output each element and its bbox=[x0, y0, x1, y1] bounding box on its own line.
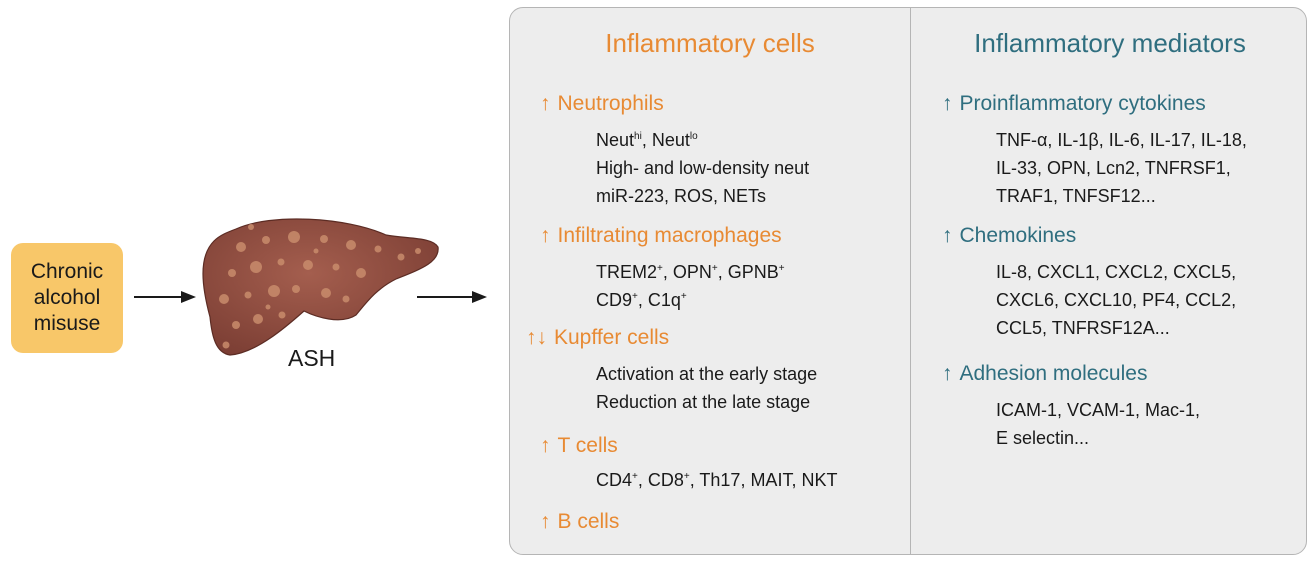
chemokines-line-1: IL-8, CXCL1, CXCL2, CXCL5, bbox=[996, 262, 1237, 282]
cytokines-heading: ↑ Proinflammatory cytokines bbox=[942, 92, 1206, 116]
cytokines-line-3: TRAF1, TNFSF12... bbox=[996, 186, 1156, 206]
down-arrow-icon: ↓ bbox=[536, 326, 548, 349]
column-divider bbox=[910, 8, 911, 554]
tcells-heading: ↑ T cells bbox=[540, 434, 618, 458]
macrophages-heading: ↑ Infiltrating macrophages bbox=[540, 224, 782, 248]
adhesion-label: Adhesion molecules bbox=[959, 362, 1148, 385]
kupffer-heading: ↑↓ Kupffer cells bbox=[526, 326, 669, 350]
neutrophils-details: Neuthi, Neutlo High- and low-density neu… bbox=[596, 126, 809, 210]
neutrophils-heading: ↑ Neutrophils bbox=[540, 92, 664, 116]
inflammatory-cells-title: Inflammatory cells bbox=[605, 28, 815, 58]
bcells-heading: ↑ B cells bbox=[540, 510, 619, 534]
chemokines-line-3: CCL5, TNFRSF12A... bbox=[996, 318, 1170, 338]
kupffer-details: Activation at the early stage Reduction … bbox=[596, 360, 817, 416]
cause-box: Chronic alcohol misuse bbox=[11, 243, 123, 353]
macrophage-markers-line-1: TREM2+, OPN+, GPNB+ bbox=[596, 262, 785, 282]
up-arrow-icon: ↑ bbox=[526, 326, 537, 349]
adhesion-list: ICAM-1, VCAM-1, Mac-1, E selectin... bbox=[996, 396, 1200, 452]
adhesion-line-1: ICAM-1, VCAM-1, Mac-1, bbox=[996, 400, 1201, 420]
neutrophil-density: High- and low-density neut bbox=[596, 158, 810, 178]
up-arrow-icon: ↑ bbox=[942, 92, 953, 115]
tcell-subsets-line: CD4+, CD8+, Th17, MAIT, NKT bbox=[596, 470, 838, 490]
up-arrow-icon: ↑ bbox=[540, 92, 551, 115]
cytokines-label: Proinflammatory cytokines bbox=[959, 92, 1206, 115]
adhesion-heading: ↑ Adhesion molecules bbox=[942, 362, 1147, 386]
adhesion-line-2: E selectin... bbox=[996, 428, 1090, 448]
chemokines-heading: ↑ Chemokines bbox=[942, 224, 1076, 248]
liver-illustration bbox=[202, 218, 439, 356]
cause-line-3: misuse bbox=[33, 312, 101, 335]
neutrophils-label: Neutrophils bbox=[557, 92, 664, 115]
chemokines-list: IL-8, CXCL1, CXCL2, CXCL5, CXCL6, CXCL10… bbox=[996, 258, 1236, 342]
neutrophil-subtypes: Neuthi, Neutlo bbox=[596, 130, 698, 150]
macrophage-markers-line-2: CD9+, C1q+ bbox=[596, 290, 687, 310]
tcells-label: T cells bbox=[557, 434, 618, 457]
cause-line-1: Chronic bbox=[30, 260, 104, 283]
tcell-subsets: CD4+, CD8+, Th17, MAIT, NKT bbox=[596, 466, 837, 494]
up-arrow-icon: ↑ bbox=[942, 362, 953, 385]
up-arrow-icon: ↑ bbox=[540, 434, 551, 457]
cytokines-line-2: IL-33, OPN, Lcn2, TNFRSF1, bbox=[996, 158, 1231, 178]
macrophage-markers: TREM2+, OPN+, GPNB+ CD9+, C1q+ bbox=[596, 258, 785, 314]
kupffer-early: Activation at the early stage bbox=[596, 364, 818, 384]
bcells-label: B cells bbox=[557, 510, 620, 533]
cytokines-line-1: TNF-α, IL-1β, IL-6, IL-17, IL-18, bbox=[996, 130, 1247, 150]
up-arrow-icon: ↑ bbox=[942, 224, 953, 247]
up-arrow-icon: ↑ bbox=[540, 510, 551, 533]
kupffer-label: Kupffer cells bbox=[554, 326, 670, 349]
neutrophil-factors: miR-223, ROS, NETs bbox=[596, 186, 767, 206]
inflammatory-mediators-title: Inflammatory mediators bbox=[974, 28, 1246, 58]
chemokines-line-2: CXCL6, CXCL10, PF4, CCL2, bbox=[996, 290, 1237, 310]
up-arrow-icon: ↑ bbox=[540, 224, 551, 247]
right-arrow-icon bbox=[134, 291, 196, 303]
disease-label: ASH bbox=[288, 345, 336, 371]
kupffer-late: Reduction at the late stage bbox=[596, 392, 811, 412]
right-arrow-icon bbox=[417, 291, 487, 303]
macrophages-label: Infiltrating macrophages bbox=[557, 224, 782, 247]
cause-line-2: alcohol bbox=[33, 286, 101, 309]
chemokines-label: Chemokines bbox=[959, 224, 1077, 247]
cytokines-list: TNF-α, IL-1β, IL-6, IL-17, IL-18, IL-33,… bbox=[996, 126, 1247, 210]
inflammation-panel: Inflammatory cells Inflammatory mediator… bbox=[509, 7, 1307, 555]
